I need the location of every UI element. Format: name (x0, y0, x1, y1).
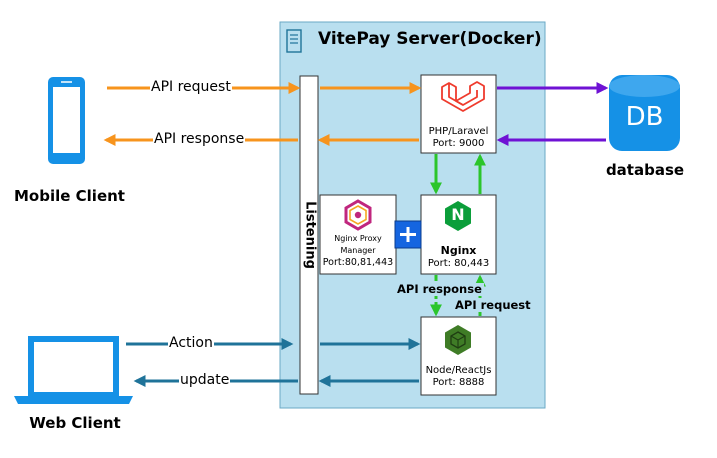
plus-icon (394, 220, 422, 249)
listener-bar (299, 75, 319, 395)
node-box (420, 316, 497, 396)
server-icon (286, 29, 302, 53)
npm-port: Port:80,81,443 (322, 257, 394, 268)
edge-label-inner-api-request: API request (453, 298, 533, 313)
mobile-client-label: Mobile Client (14, 187, 125, 205)
database-label: database (605, 161, 685, 179)
edge-label-api-request: API request (150, 79, 232, 96)
nginx-port: Port: 80,443 (427, 258, 490, 269)
database-icon (609, 75, 680, 151)
node-name: Node/ReactJs (425, 365, 492, 376)
edge-label-action: Action (168, 335, 214, 352)
laravel-icon (441, 81, 485, 112)
database-icon-text: DB (625, 102, 664, 132)
laravel-port: Port: 9000 (432, 138, 485, 149)
nginx-proxy-manager-icon (344, 199, 372, 231)
nginx-icon-letter: N (451, 205, 465, 224)
server-title: VitePay Server(Docker) (318, 29, 542, 49)
edge-label-update: update (179, 372, 231, 389)
nginx-name: Nginx (440, 244, 477, 257)
nodejs-icon (445, 325, 471, 355)
npm-name-line1: Nginx Proxy (334, 234, 382, 243)
laptop-icon (14, 336, 133, 404)
nginx-icon (445, 201, 471, 231)
node-port: Port: 8888 (432, 377, 485, 388)
web-client-label: Web Client (29, 414, 121, 432)
edge-label-api-response: API response (153, 131, 246, 148)
smartphone-icon (48, 77, 85, 164)
edge-label-inner-api-response: API response (395, 282, 484, 297)
listener-label: Listening (302, 201, 318, 269)
npm-name-line2: Manager (340, 246, 376, 255)
laravel-name: PHP/Laravel (428, 126, 489, 137)
npm-box (319, 194, 397, 275)
